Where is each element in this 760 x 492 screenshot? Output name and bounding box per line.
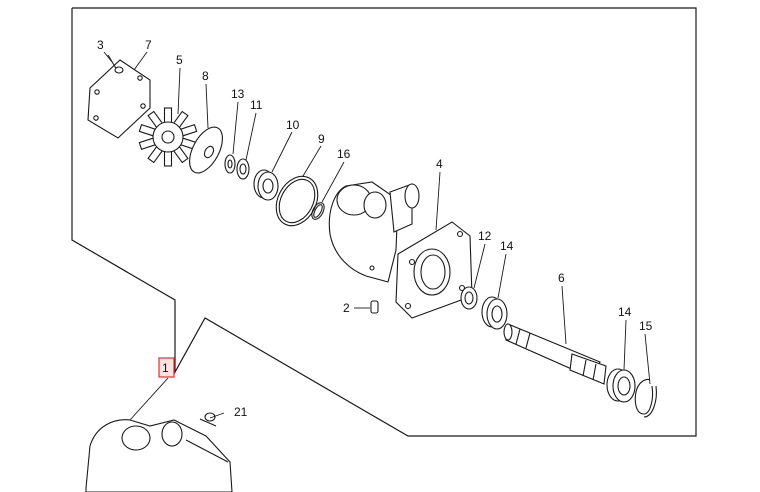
callout-13: 13 — [231, 87, 245, 101]
screw-part — [107, 54, 124, 74]
washer-part — [236, 158, 250, 180]
callout-7: 7 — [145, 38, 152, 52]
callout-14-lower: 14 — [618, 305, 632, 319]
callout-3: 3 — [97, 38, 104, 52]
wear-plate-part — [189, 126, 223, 174]
assembled-pump-part — [85, 412, 233, 492]
snap-ring-part — [634, 378, 657, 418]
leader-lines — [103, 51, 651, 421]
cover-plate-part — [87, 59, 151, 139]
callout-8: 8 — [202, 69, 209, 83]
callout-10: 10 — [286, 118, 300, 132]
callout-11: 11 — [250, 98, 263, 112]
pump-body-part — [328, 181, 473, 319]
callout-12: 12 — [478, 229, 492, 243]
assembly-number: 1 — [162, 361, 169, 375]
callout-14-upper: 14 — [500, 239, 514, 253]
callout-15: 15 — [639, 319, 653, 333]
small-ring-part — [224, 154, 236, 174]
collar-part — [460, 286, 478, 310]
shaft-part — [503, 323, 607, 385]
seal-part — [253, 169, 279, 201]
callout-21: 21 — [234, 405, 248, 419]
bearing-lower-part — [606, 368, 636, 403]
bearing-upper-part — [481, 296, 508, 330]
callout-2: 2 — [343, 301, 350, 315]
dowel-pin-part — [370, 300, 379, 314]
callout-9: 9 — [318, 132, 325, 146]
assembly-reference-marker[interactable]: 1 — [158, 357, 175, 378]
callout-4: 4 — [436, 157, 443, 171]
callout-6: 6 — [558, 271, 565, 285]
callout-5: 5 — [176, 53, 183, 67]
o-ring-large-part — [275, 175, 319, 227]
detail-frame — [71, 7, 697, 437]
impeller-part — [138, 107, 198, 167]
callout-16: 16 — [337, 147, 351, 161]
o-ring-small-part — [311, 202, 325, 220]
